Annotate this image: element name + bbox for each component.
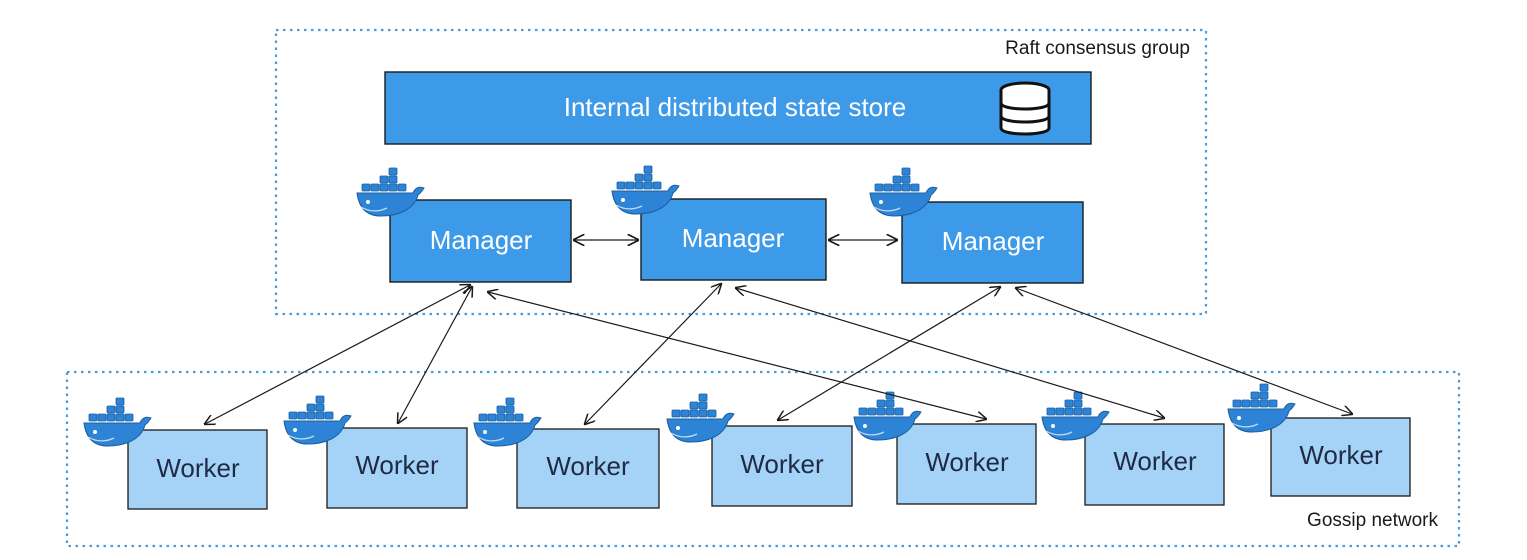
link-m3-w4 (778, 287, 1000, 420)
worker-label: Worker (1113, 446, 1197, 476)
manager-node-2: Manager (611, 165, 827, 281)
state-store-box: Internal distributed state store (384, 71, 1092, 145)
link-m1-w2 (398, 287, 472, 423)
worker-label: Worker (925, 447, 1009, 477)
database-icon (999, 81, 1051, 136)
state-store-label: Internal distributed state store (564, 92, 907, 122)
manager-node-1: Manager (356, 167, 572, 283)
link-m2-w3 (585, 284, 721, 424)
worker-node-3: Worker (473, 397, 660, 509)
worker-label: Worker (1299, 440, 1383, 470)
manager-node-3: Manager (869, 167, 1084, 284)
worker-node-2: Worker (283, 395, 468, 509)
worker-node-4: Worker (666, 393, 853, 507)
gossip-network-border (65, 370, 1461, 548)
gossip-network-label: Gossip network (1307, 510, 1438, 531)
worker-label: Worker (355, 450, 439, 480)
manager-label: Manager (942, 226, 1045, 256)
worker-node-1: Worker (83, 397, 268, 510)
worker-node-6: Worker (1041, 391, 1225, 506)
link-m2-w6 (736, 288, 1164, 418)
raft-consensus-group-border (274, 28, 1208, 316)
worker-label: Worker (740, 449, 824, 479)
link-m1-w1 (205, 285, 470, 424)
manager-label: Manager (682, 223, 785, 253)
worker-label: Worker (156, 453, 240, 483)
manager-worker-links (205, 284, 1352, 424)
worker-label: Worker (546, 451, 630, 481)
link-m1-w5 (488, 292, 986, 419)
manager-label: Manager (430, 225, 533, 255)
worker-node-5: Worker (853, 391, 1037, 505)
raft-consensus-group-label: Raft consensus group (1005, 38, 1190, 59)
link-m3-w7 (1016, 288, 1352, 414)
worker-node-7: Worker (1227, 383, 1411, 497)
